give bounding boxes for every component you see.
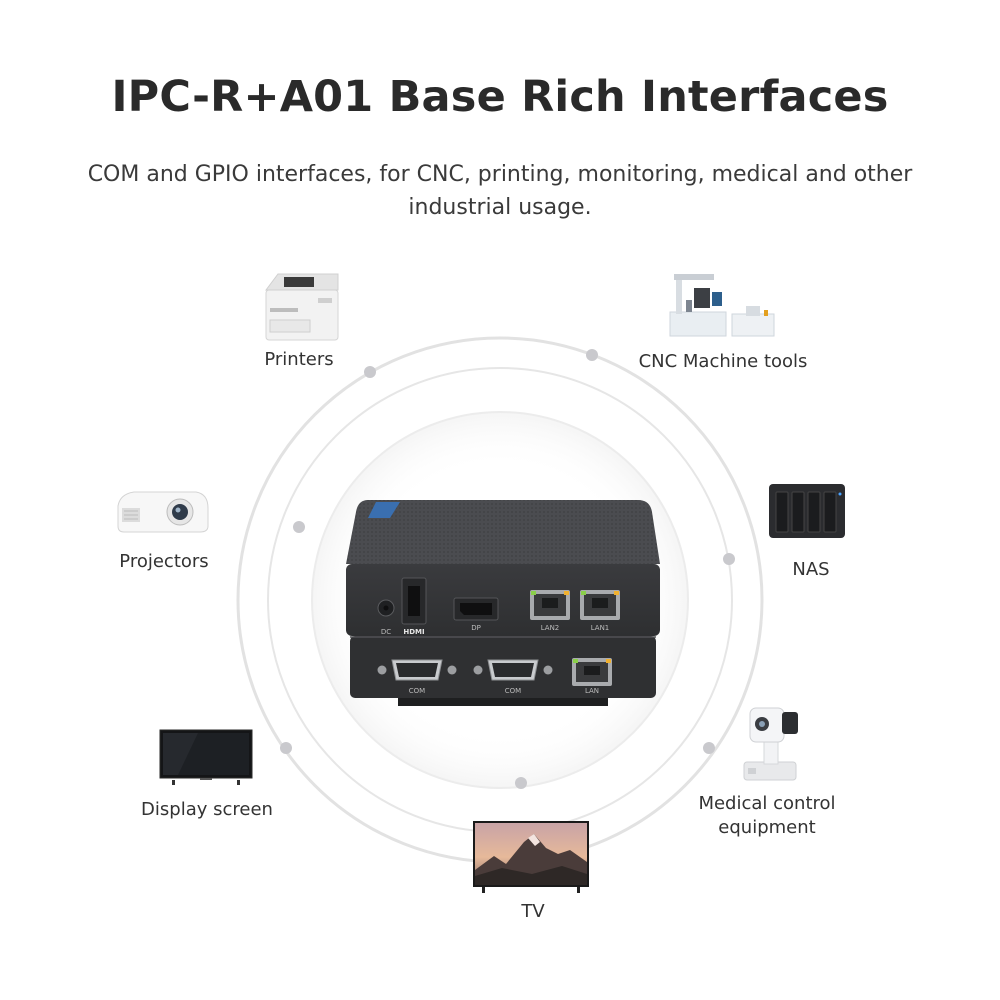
display-screen-icon bbox=[158, 728, 254, 786]
port-label-dp: DP bbox=[471, 624, 481, 632]
label-projectors: Projectors bbox=[119, 551, 209, 572]
mini-pc-device: DC HDMI DP LAN2 LAN1 COM COM LAN bbox=[338, 490, 664, 712]
com-port-2 bbox=[473, 659, 553, 681]
ring-dot bbox=[703, 742, 715, 754]
label-display-screen: Display screen bbox=[141, 799, 273, 820]
ring-dot bbox=[293, 521, 305, 533]
cnc-machine-icon bbox=[666, 268, 778, 340]
tv-icon bbox=[472, 820, 590, 894]
ring-dot bbox=[364, 366, 376, 378]
projector-icon bbox=[112, 486, 212, 538]
port-label-com-1: COM bbox=[409, 687, 425, 695]
ring-dot bbox=[723, 553, 735, 565]
page-title: IPC-R+A01 Base Rich Interfaces bbox=[111, 72, 889, 122]
ring-dot bbox=[586, 349, 598, 361]
medical-equipment-icon bbox=[736, 702, 802, 784]
label-cnc-machine-tools: CNC Machine tools bbox=[638, 351, 808, 372]
port-label-lan1: LAN1 bbox=[591, 624, 610, 632]
printer-icon bbox=[262, 268, 342, 344]
label-tv: TV bbox=[521, 901, 545, 922]
label-medical-line-1: Medical control bbox=[698, 793, 836, 814]
device-top bbox=[346, 500, 660, 564]
port-label-dc: DC bbox=[381, 628, 391, 636]
label-printers: Printers bbox=[264, 349, 334, 370]
com-port-1 bbox=[377, 659, 457, 681]
ring-dot bbox=[280, 742, 292, 754]
label-nas: NAS bbox=[792, 559, 830, 580]
port-label-lan2: LAN2 bbox=[541, 624, 560, 632]
port-label-lan: LAN bbox=[585, 687, 599, 695]
ring-dot bbox=[515, 777, 527, 789]
port-label-hdmi: HDMI bbox=[403, 628, 424, 636]
port-label-com-2: COM bbox=[505, 687, 521, 695]
nas-icon bbox=[766, 480, 848, 542]
label-medical-line-2: equipment bbox=[718, 817, 816, 838]
page-subtitle: COM and GPIO interfaces, for CNC, printi… bbox=[87, 162, 913, 220]
